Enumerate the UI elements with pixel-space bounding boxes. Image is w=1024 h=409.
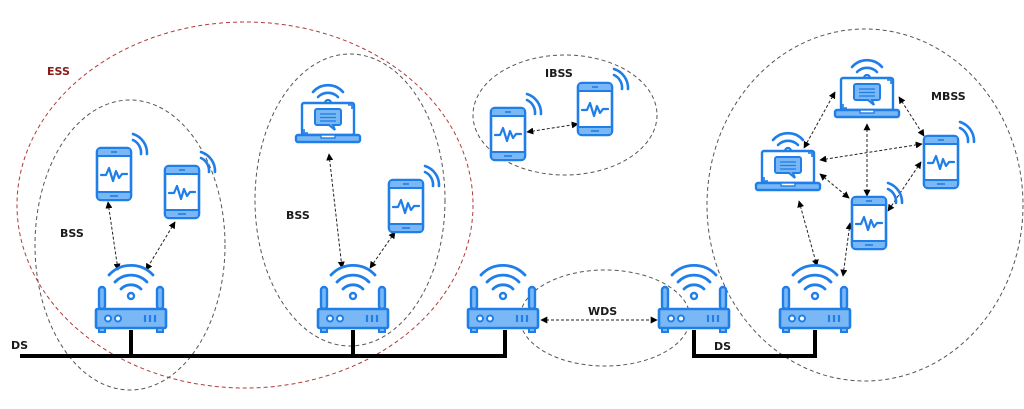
label-bss-left: BSS [60, 227, 84, 240]
link-phone1-ap1 [105, 201, 121, 271]
label-ds-right: DS [714, 340, 731, 353]
laptop-icon [833, 58, 901, 119]
label-ds-left: DS [11, 339, 28, 352]
phone-icon [850, 181, 904, 251]
phone-icon [387, 164, 441, 234]
router-icon [657, 263, 731, 334]
phone-icon [576, 67, 630, 137]
label-mbss: MBSS [931, 90, 966, 103]
link-phone3-ap2 [369, 231, 396, 269]
phone-icon [163, 150, 217, 220]
router-icon [778, 263, 852, 334]
laptop-icon [294, 83, 362, 144]
router-icon [94, 263, 168, 334]
ds-wire-right [692, 330, 817, 358]
ibss-boundary [472, 54, 658, 176]
bss-right-boundary [254, 53, 446, 347]
link-laptop3-phone7 [819, 173, 850, 199]
label-wds: WDS [588, 305, 617, 318]
link-laptop2-phone6 [898, 96, 925, 137]
link-phone2-ap1 [145, 221, 176, 271]
link-laptop1-ap2 [326, 153, 345, 269]
link-phone4-phone5 [526, 121, 579, 135]
link-laptop3-ap5 [797, 200, 819, 267]
ds-wire-left [20, 330, 507, 358]
link-phone7-ap5 [840, 222, 853, 277]
bss-left-boundary [34, 99, 226, 391]
link-laptop3-phone6 [819, 141, 923, 163]
laptop-icon [754, 131, 822, 192]
link-laptop2-laptop3 [803, 91, 836, 149]
mbss-boundary [706, 28, 1024, 382]
phone-icon [95, 132, 149, 202]
label-bss-right: BSS [286, 209, 310, 222]
label-ess: ESS [47, 65, 70, 78]
ess-boundary [16, 21, 474, 389]
router-icon [316, 263, 390, 334]
phone-icon [922, 120, 976, 190]
phone-icon [489, 92, 543, 162]
label-ibss: IBSS [545, 67, 573, 80]
